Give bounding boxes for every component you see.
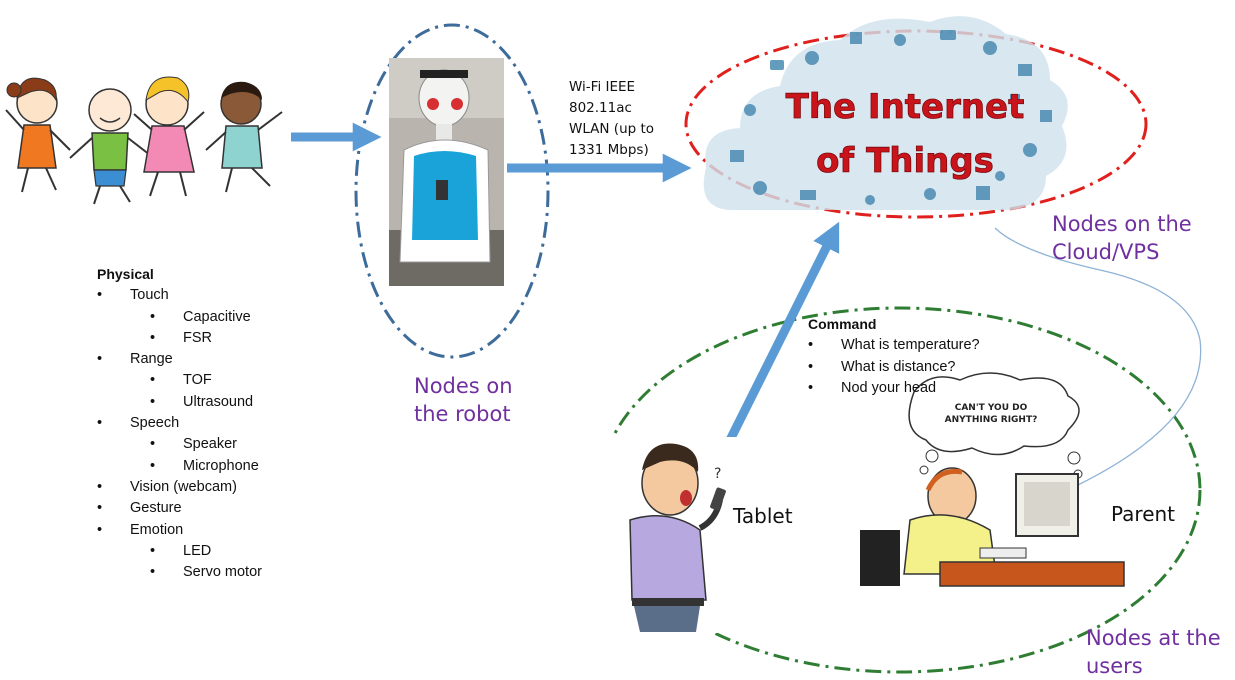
list-subitem: Ultrasound [97, 392, 262, 414]
parent-label: Parent [1111, 502, 1176, 526]
children-illustration [5, 76, 283, 205]
list-subitem: Speaker [97, 434, 262, 456]
physical-heading: Physical [97, 266, 154, 282]
tablet-label: Tablet [733, 504, 793, 528]
question-mark-icon: ? [714, 466, 721, 482]
list-subitem: LED [97, 541, 262, 563]
parent-at-computer-illustration: CAN'T YOU DO ANYTHING RIGHT? [860, 372, 1125, 587]
wifi-line: WLAN (up to [569, 121, 655, 137]
nodes-users-line: users [1086, 654, 1143, 678]
iot-title-line2: of Things [816, 141, 994, 181]
nodes-cloud-label: Nodes on the Cloud/VPS [1052, 210, 1192, 266]
list-item: Nod your head [808, 378, 980, 400]
wifi-line: Wi-Fi IEEE [569, 79, 636, 95]
list-subitem: Microphone [97, 456, 262, 478]
nodes-robot-label: Nodes on the robot [414, 372, 513, 428]
list-item: Touch [97, 285, 262, 307]
list-subitem: Servo motor [97, 562, 262, 584]
nodes-cloud-line: Cloud/VPS [1052, 240, 1160, 264]
iot-title-line1: The Internet [786, 87, 1025, 127]
nodes-robot-line: the robot [414, 402, 511, 426]
wifi-line: 802.11ac [569, 100, 632, 116]
command-heading: Command [808, 316, 877, 332]
nodes-robot-line: Nodes on [414, 374, 513, 398]
wifi-label: Wi-Fi IEEE 802.11ac WLAN (up to 1331 Mbp… [569, 77, 654, 161]
robot-nodes-ellipse [354, 23, 550, 359]
list-item: Speech [97, 413, 262, 435]
nodes-users-label: Nodes at the users [1086, 624, 1221, 680]
iot-cloud-icon: The Internet of Things [703, 16, 1068, 210]
man-with-phone-illustration: ? [583, 437, 771, 633]
robot-photo [389, 58, 504, 286]
list-item: Vision (webcam) [97, 477, 262, 499]
list-subitem: FSR [97, 328, 262, 350]
list-subitem: Capacitive [97, 307, 262, 329]
wifi-line: 1331 Mbps) [569, 142, 649, 158]
parent-cloud-connector [994, 227, 1202, 487]
list-item: What is distance? [808, 357, 980, 379]
list-item: What is temperature? [808, 335, 980, 357]
physical-sensor-list: Physical Touch Capacitive FSR Range TOF … [97, 264, 262, 584]
list-subitem: TOF [97, 370, 262, 392]
thought-bubble-line1: CAN'T YOU DO [955, 403, 1028, 413]
list-item: Range [97, 349, 262, 371]
list-item: Emotion [97, 520, 262, 542]
list-item: Gesture [97, 498, 262, 520]
thought-bubble-line2: ANYTHING RIGHT? [945, 415, 1038, 425]
cloud-nodes-ellipse [684, 29, 1148, 219]
tablet-to-cloud-arrow [721, 221, 840, 451]
nodes-users-line: Nodes at the [1086, 626, 1221, 650]
command-list: Command What is temperature? What is dis… [808, 314, 980, 399]
nodes-cloud-line: Nodes on the [1052, 212, 1192, 236]
